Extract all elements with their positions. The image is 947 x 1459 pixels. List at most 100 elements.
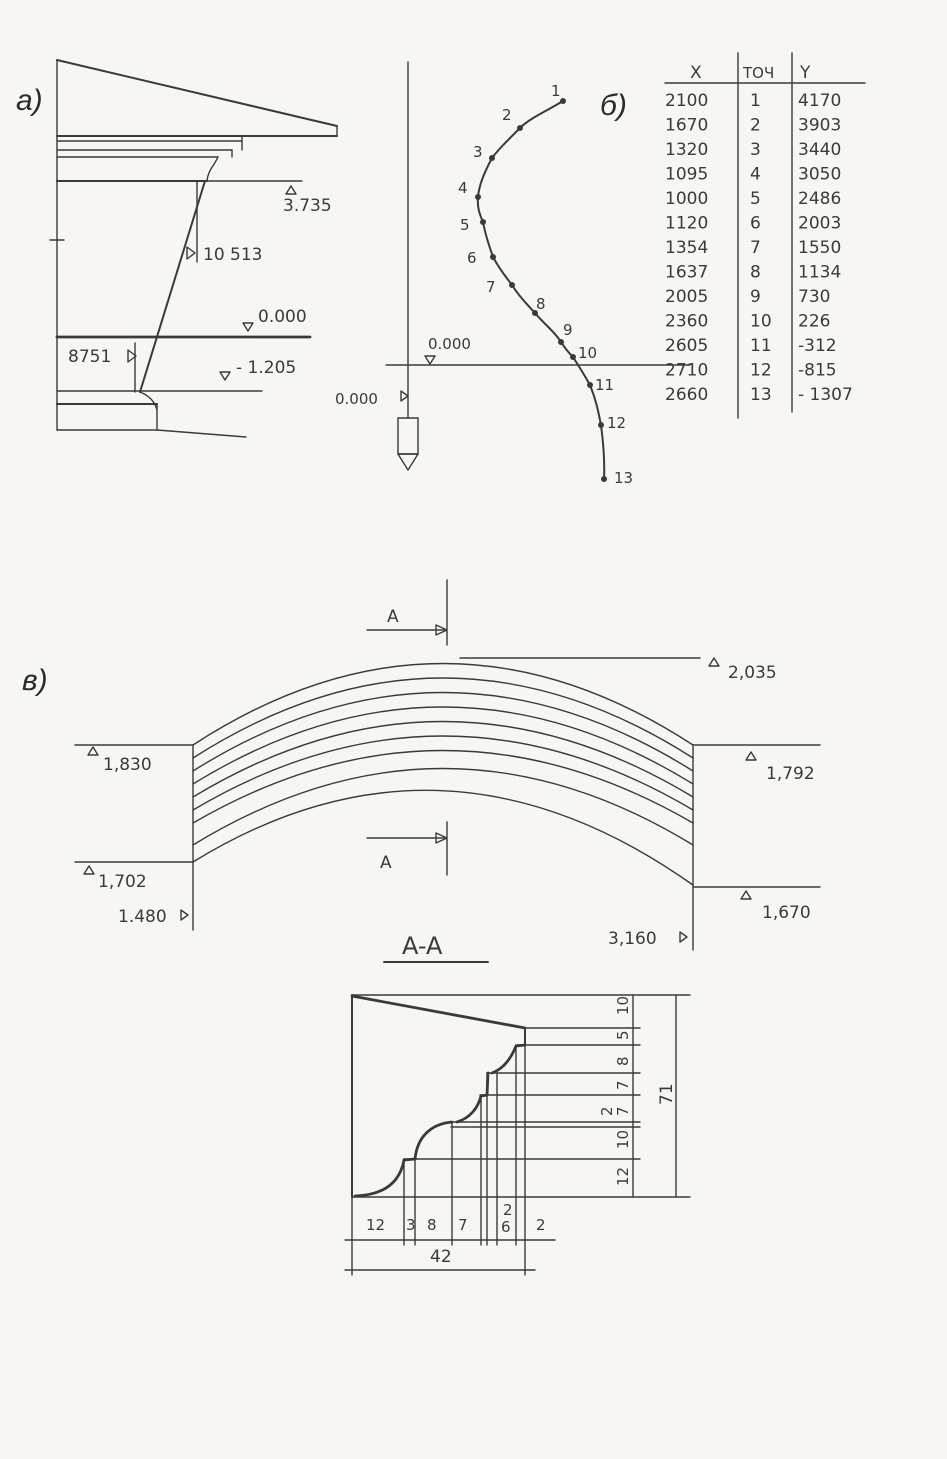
table-cell-r8-c3: 1134 (798, 263, 841, 283)
level-mark-icon (424, 355, 436, 365)
table-cell-r3-c2: 3 (750, 140, 761, 160)
table-cell-r9-c1: 2005 (665, 287, 708, 307)
dim-bottom-3: 3 (406, 1216, 416, 1234)
table-cell-r5-c3: 2486 (798, 189, 841, 209)
table-cell-r12-c1: 2710 (665, 361, 708, 381)
table-cell-r10-c1: 2360 (665, 312, 708, 332)
level-mark-icon (219, 371, 231, 381)
dim-arrow-icon (180, 909, 189, 921)
dim-bottom-2: 2 (536, 1216, 546, 1234)
section-mark-upper: A (387, 607, 399, 627)
dim-right-5: 5 (614, 1030, 632, 1040)
table-cell-r13-c2: 13 (750, 385, 772, 405)
level-mark-icon (745, 751, 757, 761)
table-cell-r6-c1: 1120 (665, 214, 708, 234)
level-mark-icon (285, 185, 297, 195)
dim-right-7-b: 7 (614, 1106, 632, 1116)
table-cell-r11-c2: 11 (750, 336, 772, 356)
level-0000-b: 0.000 (428, 335, 471, 353)
table-cell-r7-c2: 7 (750, 238, 761, 258)
dim-right-7-a: 7 (614, 1080, 632, 1090)
level-1702: 1,702 (98, 872, 147, 892)
table-cell-r12-c3: -815 (798, 361, 837, 381)
point-label-1: 1 (551, 82, 561, 100)
point-label-6: 6 (467, 249, 477, 267)
dim-right-10: 10 (614, 1130, 632, 1149)
level-mark-icon (242, 322, 254, 332)
dim-arrow-icon (679, 931, 688, 943)
point-label-11: 11 (595, 376, 614, 394)
table-cell-r10-c2: 10 (750, 312, 772, 332)
table-cell-r4-c1: 1095 (665, 165, 708, 185)
table-cell-r7-c1: 1354 (665, 238, 708, 258)
section-title: A-A (402, 932, 443, 960)
level-2035: 2,035 (728, 663, 777, 683)
point-label-3: 3 (473, 143, 483, 161)
table-cell-r6-c2: 6 (750, 214, 761, 234)
table-cell-r13-c3: - 1307 (798, 385, 853, 405)
level-mark-icon (740, 890, 752, 900)
point-label-8: 8 (536, 295, 546, 313)
table-cell-r4-c2: 4 (750, 165, 761, 185)
dim-bottom-small-2: 2 (503, 1201, 513, 1219)
level-1670: 1,670 (762, 903, 811, 923)
level-minus-1205: - 1.205 (236, 358, 296, 378)
dim-bottom-8: 8 (427, 1216, 437, 1234)
level-1792: 1,792 (766, 764, 815, 784)
table-cell-r10-c3: 226 (798, 312, 830, 332)
table-cell-r1-c3: 4170 (798, 91, 841, 111)
dim-arrow-icon (186, 246, 196, 260)
dim-overall-width: 42 (430, 1247, 452, 1267)
table-cell-r8-c1: 1637 (665, 263, 708, 283)
dim-right-10-top: 10 (614, 996, 632, 1015)
dim-overall-height: 71 (657, 1083, 677, 1105)
arched-cornice-elevation (74, 579, 821, 951)
table-header-point: ТОЧ (742, 64, 774, 82)
point-label-7: 7 (486, 278, 496, 296)
level-mark-icon (708, 657, 720, 667)
point-label-5: 5 (460, 216, 470, 234)
offset-1480: 1.480 (118, 907, 167, 927)
level-1830: 1,830 (103, 755, 152, 775)
dim-8751: 8751 (68, 347, 111, 367)
offset-3160: 3,160 (608, 929, 657, 949)
dim-bottom-7: 7 (458, 1216, 468, 1234)
dim-arrow-icon (400, 390, 409, 402)
cornice-cross-section (344, 994, 691, 1276)
table-cell-r11-c1: 2605 (665, 336, 708, 356)
dim-right-8: 8 (614, 1056, 632, 1066)
axis-0000-b: 0.000 (335, 390, 378, 408)
profile-curve (385, 61, 691, 482)
point-label-4: 4 (458, 179, 468, 197)
dim-arrow-icon (127, 349, 137, 363)
table-cell-r2-c1: 1670 (665, 116, 708, 136)
table-cell-r9-c2: 9 (750, 287, 761, 307)
table-cell-r9-c3: 730 (798, 287, 830, 307)
table-cell-r2-c3: 3903 (798, 116, 841, 136)
table-cell-r13-c1: 2660 (665, 385, 708, 405)
table-cell-r12-c2: 12 (750, 361, 772, 381)
table-cell-r1-c2: 1 (750, 91, 761, 111)
point-label-13: 13 (614, 469, 633, 487)
dim-10513: 10 513 (203, 245, 262, 265)
table-cell-r1-c1: 2100 (665, 91, 708, 111)
table-cell-r11-c3: -312 (798, 336, 837, 356)
panel-label-v: в) (22, 664, 48, 697)
cornice-elevation (49, 59, 338, 438)
table-cell-r4-c3: 3050 (798, 165, 841, 185)
point-label-2: 2 (502, 106, 512, 124)
dim-bottom-6: 6 (501, 1218, 511, 1236)
dim-right-small-2: 2 (598, 1106, 616, 1116)
dim-right-12: 12 (614, 1167, 632, 1186)
section-mark-lower: A (380, 853, 392, 873)
dim-bottom-12: 12 (366, 1216, 385, 1234)
table-cell-r6-c3: 2003 (798, 214, 841, 234)
point-label-9: 9 (563, 321, 573, 339)
table-header-x: X (690, 63, 702, 83)
panel-label-b: б) (600, 89, 627, 122)
point-label-10: 10 (578, 344, 597, 362)
coordinates-table (664, 52, 866, 419)
point-label-12: 12 (607, 414, 626, 432)
